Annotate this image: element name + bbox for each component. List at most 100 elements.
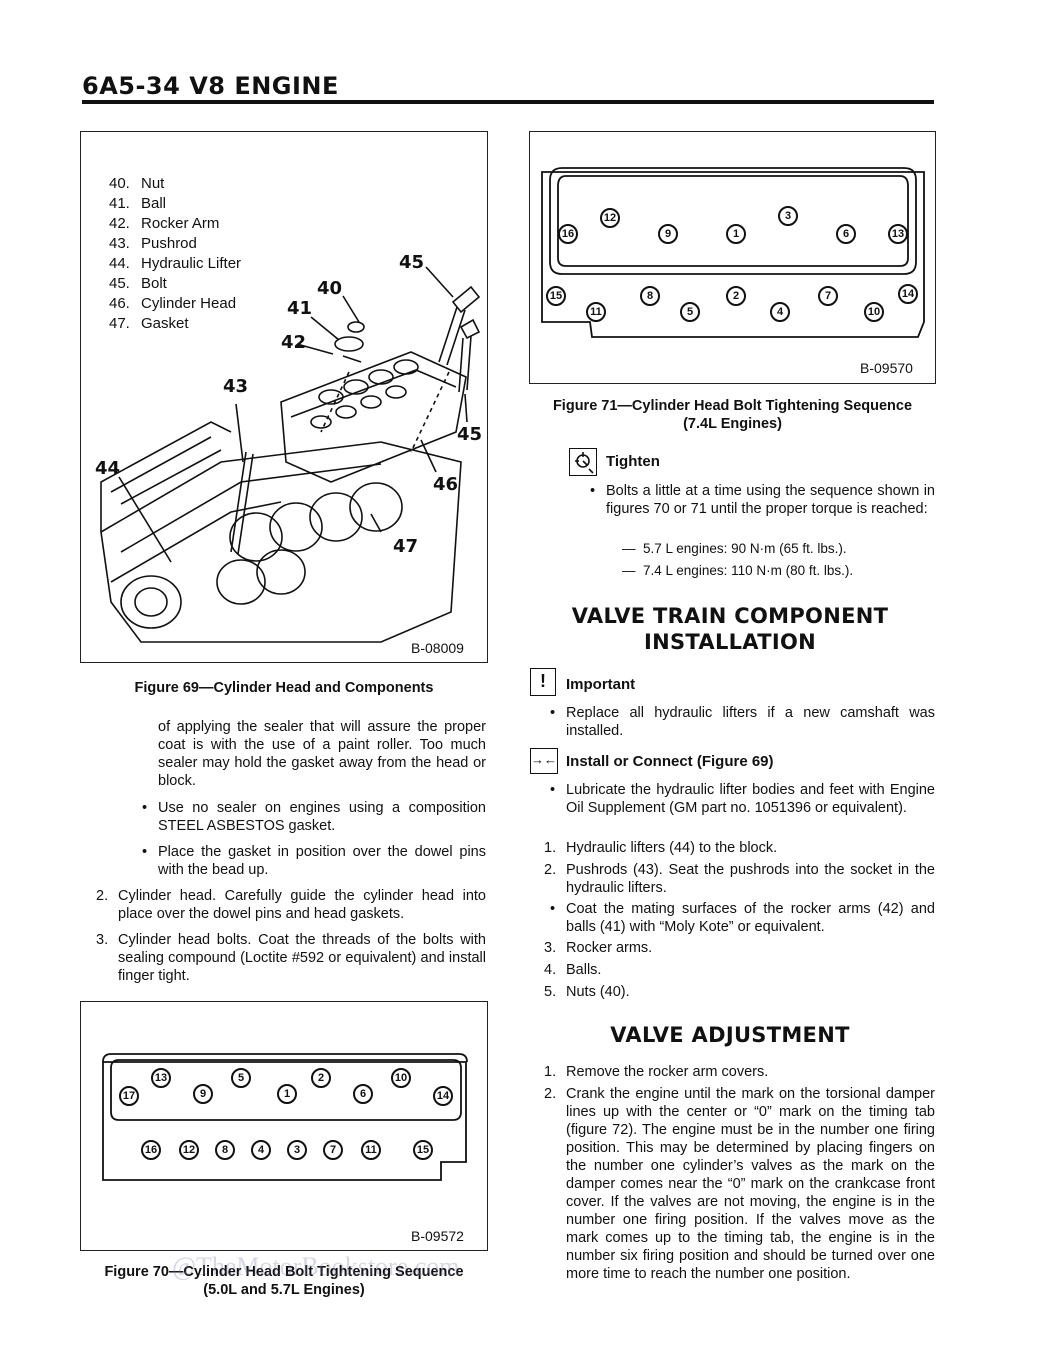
install-step-1: 1. Hydraulic lifters (44) to the block. <box>544 840 778 856</box>
head-outline-70 <box>102 1053 468 1181</box>
bolt-number: 2 <box>726 286 746 306</box>
callout-42: 42 <box>281 332 307 353</box>
dash: — <box>622 541 644 556</box>
figure-71-caption-line2: (7.4L Engines) <box>683 416 782 432</box>
step-2-cylinder-head: 2. Cylinder head. Carefully guide the cy… <box>96 888 486 922</box>
callout-45-top: 45 <box>399 252 425 273</box>
bolt-number: 13 <box>151 1068 171 1088</box>
bolt-number: 14 <box>433 1086 453 1106</box>
bolt-number: 3 <box>778 206 798 226</box>
bolt-number: 17 <box>119 1086 139 1106</box>
callout-40: 40 <box>317 278 343 299</box>
bolt-number: 8 <box>215 1140 235 1160</box>
bullet-dot: • <box>550 782 556 798</box>
legend-item: 45.Bolt <box>109 275 167 292</box>
step-3-head-bolts: 3. Cylinder head bolts. Coat the threads… <box>96 932 486 984</box>
legend-item: 46.Cylinder Head <box>109 295 237 312</box>
legend-item: 42.Rocker Arm <box>109 215 220 232</box>
legend-item: 47.Gasket <box>109 315 189 332</box>
bolt-number: 9 <box>193 1084 213 1104</box>
bolt-number: 5 <box>680 302 700 322</box>
bolt-number: 3 <box>287 1140 307 1160</box>
parts-legend: 40.Nut 41.Ball 42.Rocker Arm 43.Pushrod … <box>109 174 309 334</box>
figure-71-caption-line1: Figure 71—Cylinder Head Bolt Tightening … <box>552 398 913 414</box>
section-title-valve-train: VALVE TRAIN COMPONENT INSTALLATION <box>571 604 889 654</box>
header-rule <box>82 100 934 104</box>
bolt-number: 6 <box>836 224 856 244</box>
figure-code: B-09570 <box>860 360 913 376</box>
torque-74: — 7.4 L engines: 110 N·m (80 ft. lbs.). <box>622 563 854 578</box>
bolt-number: 6 <box>353 1084 373 1104</box>
callout-44: 44 <box>95 458 121 479</box>
callout-46: 46 <box>433 474 459 495</box>
bullet-dot: • <box>142 800 148 816</box>
bolt-number: 12 <box>179 1140 199 1160</box>
callout-43: 43 <box>223 376 249 397</box>
legend-item: 41.Ball <box>109 195 167 212</box>
bolt-number: 1 <box>726 224 746 244</box>
coat-bullet: • Coat the mating surfaces of the rocker… <box>550 901 935 935</box>
adjust-step-1: 1. Remove the rocker arm covers. <box>544 1064 769 1080</box>
tighten-icon <box>569 448 597 476</box>
install-step-4: 4. Balls. <box>544 962 602 978</box>
bolt-number: 7 <box>323 1140 343 1160</box>
bolt-number: 15 <box>413 1140 433 1160</box>
adjust-step-2: 2. Crank the engine until the mark on th… <box>544 1086 935 1282</box>
bolt-number: 16 <box>558 224 578 244</box>
section-title-valve-adjustment: VALVE ADJUSTMENT <box>610 1023 850 1047</box>
bolt-number: 4 <box>770 302 790 322</box>
install-step-2: 2. Pushrods (43). Seat the pushrods into… <box>544 862 935 896</box>
sealer-paragraph: of applying the sealer that will assure … <box>158 719 486 789</box>
tighten-heading: Tighten <box>606 453 660 470</box>
bolt-number: 16 <box>141 1140 161 1160</box>
important-bullet: • Replace all hydraulic lifters if a new… <box>550 705 935 739</box>
figure-69-caption: Figure 69—Cylinder Head and Components <box>134 680 434 696</box>
bullet-place-gasket: • Place the gasket in position over the … <box>142 844 486 878</box>
important-icon: ! <box>530 668 556 696</box>
bolt-number: 1 <box>277 1084 297 1104</box>
figure-code: B-08009 <box>411 640 464 656</box>
bullet-dot: • <box>142 844 148 860</box>
page-header: 6A5-34 V8 ENGINE <box>82 72 339 100</box>
bolt-number: 2 <box>311 1068 331 1088</box>
bolt-number: 10 <box>391 1068 411 1088</box>
bolt-number: 9 <box>658 224 678 244</box>
bolt-number: 12 <box>600 208 620 228</box>
bolt-number: 4 <box>251 1140 271 1160</box>
figure-70-caption-line2: (5.0L and 5.7L Engines) <box>203 1282 365 1298</box>
install-heading: Install or Connect (Figure 69) <box>566 753 774 770</box>
tighten-bullet: • Bolts a little at a time using the seq… <box>590 483 935 517</box>
install-bullet: • Lubricate the hydraulic lifter bodies … <box>550 782 935 816</box>
figure-70-caption-line1: Figure 70—Cylinder Head Bolt Tightening … <box>104 1264 464 1280</box>
bolt-number: 11 <box>586 302 606 322</box>
bullet-no-sealer: • Use no sealer on engines using a compo… <box>142 800 486 834</box>
bullet-dot: • <box>550 901 556 917</box>
figure-code: B-09572 <box>411 1228 464 1244</box>
important-heading: Important <box>566 676 636 693</box>
bolt-number: 13 <box>888 224 908 244</box>
callout-47: 47 <box>393 536 419 557</box>
bolt-number: 11 <box>361 1140 381 1160</box>
figure-69-box: 40.Nut 41.Ball 42.Rocker Arm 43.Pushrod … <box>80 131 488 663</box>
bolt-number: 8 <box>640 286 660 306</box>
bolt-number: 7 <box>818 286 838 306</box>
bolt-number: 5 <box>231 1068 251 1088</box>
legend-item: 40.Nut <box>109 175 165 192</box>
install-connect-icon: →← <box>530 748 558 774</box>
callout-45-right: 45 <box>457 424 483 445</box>
install-step-3: 3. Rocker arms. <box>544 940 653 956</box>
bolt-number: 15 <box>546 286 566 306</box>
legend-item: 44.Hydraulic Lifter <box>109 255 242 272</box>
watermark: @TheMotorBookstore.com <box>172 1252 460 1281</box>
torque-57: — 5.7 L engines: 90 N·m (65 ft. lbs.). <box>622 541 847 556</box>
engine-illustration <box>100 266 481 643</box>
callout-41: 41 <box>287 298 313 319</box>
dash: — <box>622 563 644 578</box>
install-step-5: 5. Nuts (40). <box>544 984 630 1000</box>
